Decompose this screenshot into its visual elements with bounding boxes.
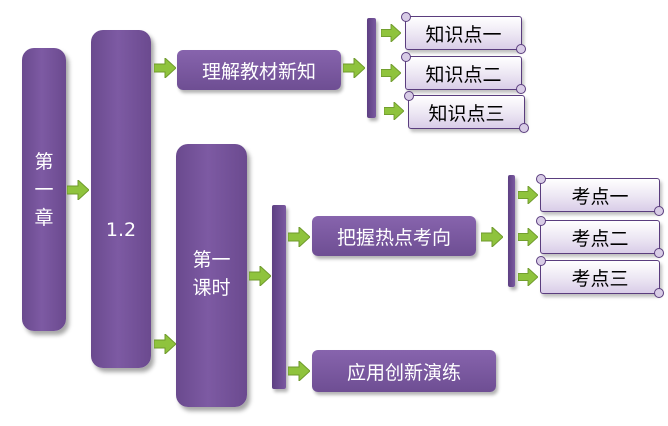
lesson-box: 第一 课时: [176, 144, 247, 407]
arrow-right-icon: [518, 268, 538, 286]
arrow-right-icon: [288, 361, 310, 381]
grasp-hot-topics-node: 把握热点考向: [312, 216, 476, 256]
arrow-right-icon: [343, 58, 365, 78]
lesson-line-1: 第一: [192, 249, 231, 271]
arrow-right-icon: [518, 228, 538, 246]
apply-practice-node: 应用创新演练: [312, 350, 496, 392]
arrow-right-icon: [481, 227, 503, 247]
understand-textbook-node: 理解教材新知: [177, 50, 341, 90]
chapter-char-3: 章: [34, 207, 54, 229]
exam-point-3: 考点三: [536, 256, 664, 298]
arrow-right-icon: [249, 266, 271, 286]
arrow-right-icon: [154, 334, 176, 354]
knowledge-point-2: 知识点二: [401, 52, 526, 94]
section-box: 1.2: [91, 30, 151, 368]
arrow-right-icon: [381, 64, 401, 82]
knowledge-point-1: 知识点一: [401, 12, 526, 54]
chapter-char-1: 第: [34, 151, 54, 173]
arrow-right-icon: [384, 102, 404, 120]
chapter-text: 第 一 章: [22, 148, 66, 232]
exam-point-1: 考点一: [536, 174, 664, 216]
knowledge-bracket-bar: [367, 18, 376, 118]
knowledge-point-3: 知识点三: [404, 91, 529, 133]
chapter-char-2: 一: [34, 179, 54, 201]
arrow-right-icon: [518, 186, 538, 204]
exam-bracket-bar: [508, 175, 515, 287]
arrow-right-icon: [67, 180, 89, 200]
section-label: 1.2: [105, 219, 137, 241]
arrow-right-icon: [154, 58, 176, 78]
lesson-text: 第一 课时: [176, 246, 247, 302]
exam-point-2: 考点二: [536, 216, 664, 258]
arrow-right-icon: [288, 227, 310, 247]
chapter-box: 第 一 章: [22, 48, 66, 331]
lesson-line-2: 课时: [192, 277, 231, 299]
arrow-right-icon: [381, 24, 401, 42]
lesson-bracket-bar: [272, 205, 286, 389]
